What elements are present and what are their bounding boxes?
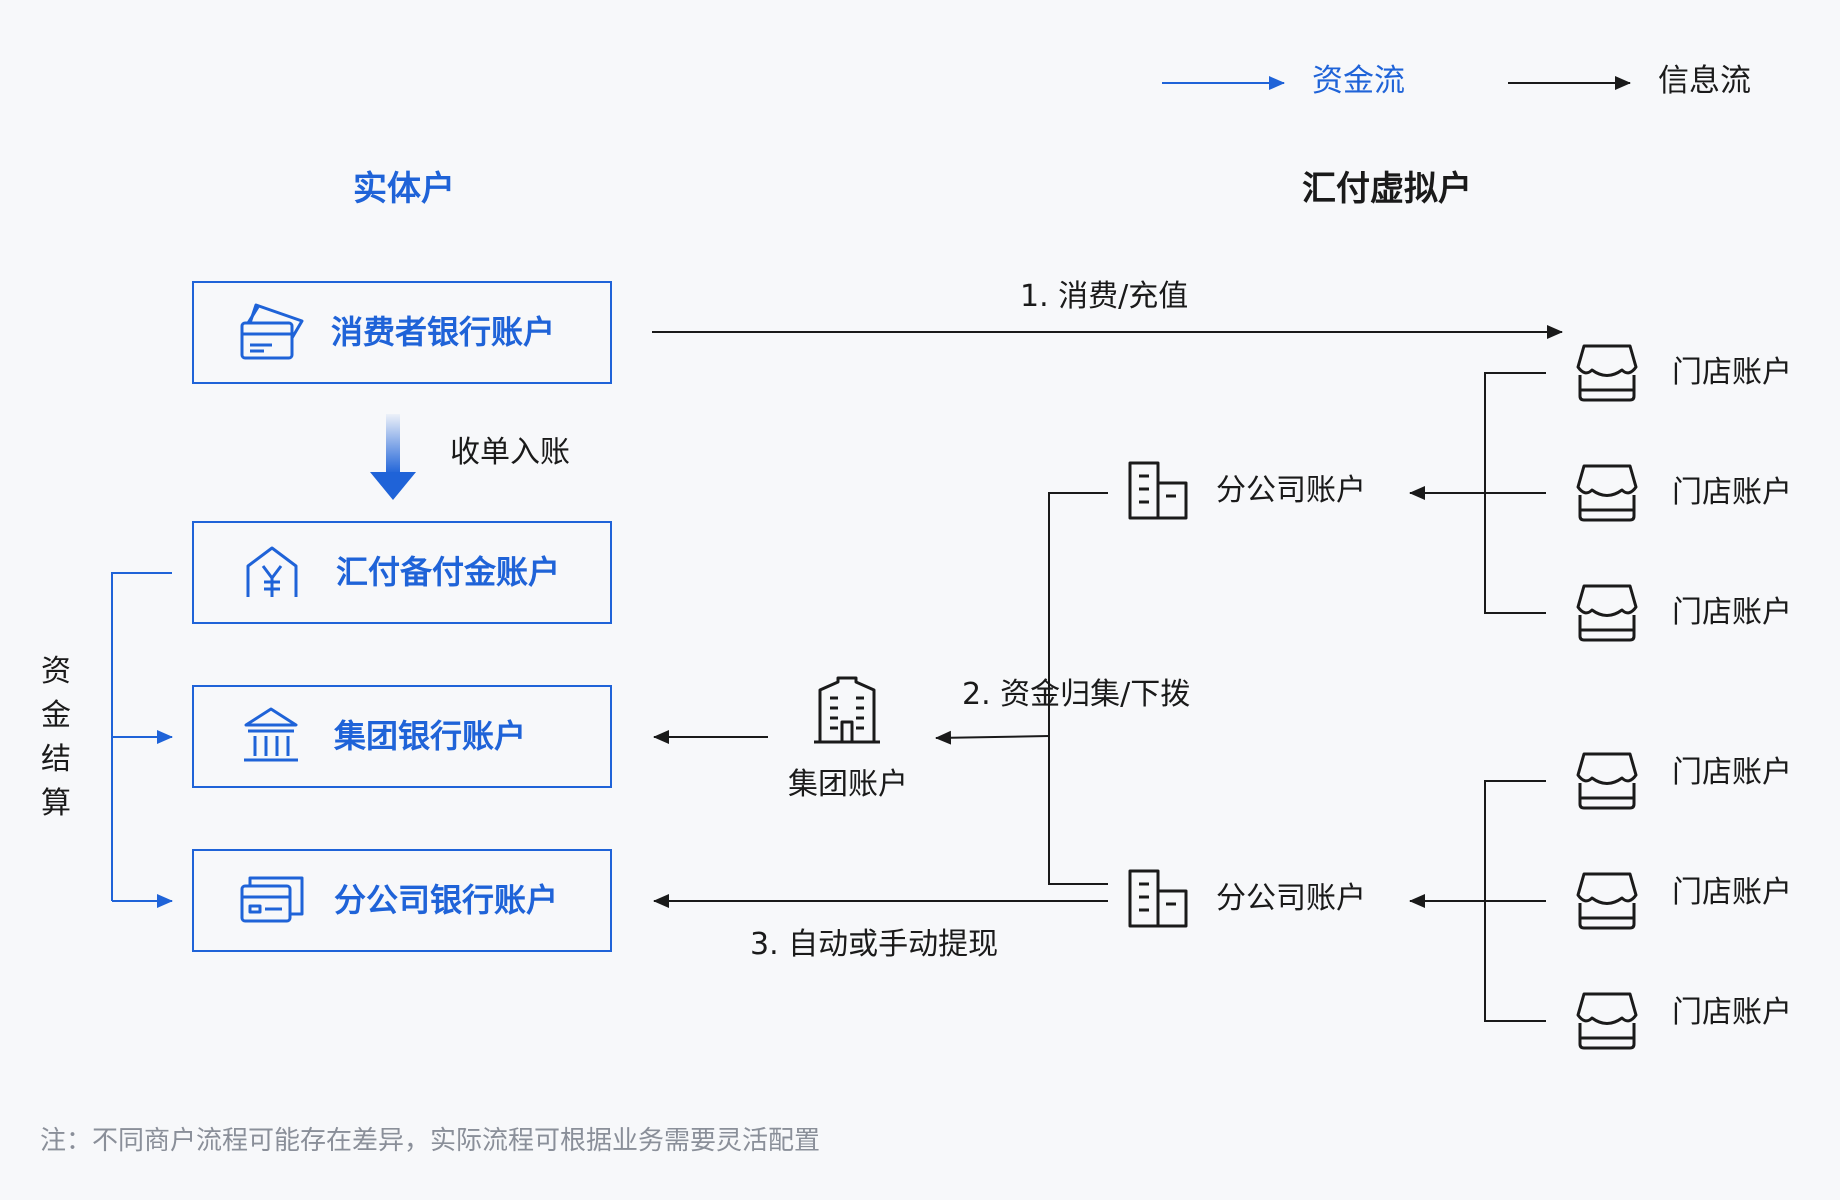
store-account-label: 门店账户: [1672, 995, 1792, 1030]
storefront-icon: [1576, 752, 1638, 810]
office-tower-icon: [814, 676, 880, 744]
entity-header: 实体户: [353, 169, 455, 209]
group-bank-box: [192, 685, 612, 788]
yuan-house-icon: [246, 546, 298, 597]
storefront-icon: [1576, 992, 1638, 1050]
step2-label: 2. 资金归集/下拨: [962, 677, 1191, 712]
storefront-icon: [1576, 344, 1638, 402]
top-store-bracket: [1409, 372, 1546, 614]
storefront-icon: [1576, 584, 1638, 642]
legend-info-flow-label: 信息流: [1658, 63, 1751, 99]
store-account-label: 门店账户: [1672, 875, 1792, 910]
buildings-icon: [1128, 461, 1188, 520]
acquiring-label: 收单入账: [450, 435, 570, 470]
settlement-bracket: [111, 572, 173, 908]
store-account-label: 门店账户: [1672, 755, 1792, 790]
branch-account-label-top: 分公司账户: [1216, 473, 1366, 508]
consumer-bank-box: [192, 281, 612, 384]
branch-bank-box: [192, 849, 612, 952]
huifu-reserve-label: 汇付备付金账户: [336, 553, 561, 591]
store-account-label: 门店账户: [1672, 595, 1792, 630]
branch-account-label-bottom: 分公司账户: [1216, 881, 1366, 916]
acquiring-arrow: [370, 414, 416, 500]
step3-label: 3. 自动或手动提现: [750, 927, 999, 962]
credit-cards-icon: [240, 303, 304, 360]
bottom-store-bracket: [1409, 780, 1546, 1022]
collection-bracket: [935, 492, 1108, 885]
footnote: 注：不同商户流程可能存在差异，实际流程可根据业务需要灵活配置: [40, 1126, 821, 1156]
settlement-label: 资金结算: [41, 654, 71, 821]
store-account-label: 门店账户: [1672, 355, 1792, 390]
store-account-label: 门店账户: [1672, 475, 1792, 510]
virtual-header: 汇付虚拟户: [1302, 169, 1472, 209]
card-wallet-icon: [240, 876, 304, 923]
storefront-icon: [1576, 464, 1638, 522]
step1-label: 1. 消费/充值: [1020, 279, 1189, 314]
group-bank-label: 集团银行账户: [334, 717, 527, 755]
buildings-icon: [1128, 869, 1188, 928]
consumer-bank-label: 消费者银行账户: [331, 313, 556, 351]
huifu-reserve-box: [192, 521, 612, 624]
branch-bank-label: 分公司银行账户: [334, 881, 559, 919]
group-account-label: 集团账户: [788, 767, 908, 802]
legend-money-flow-label: 资金流: [1312, 63, 1405, 99]
bank-building-icon: [244, 707, 298, 762]
storefront-icon: [1576, 872, 1638, 930]
